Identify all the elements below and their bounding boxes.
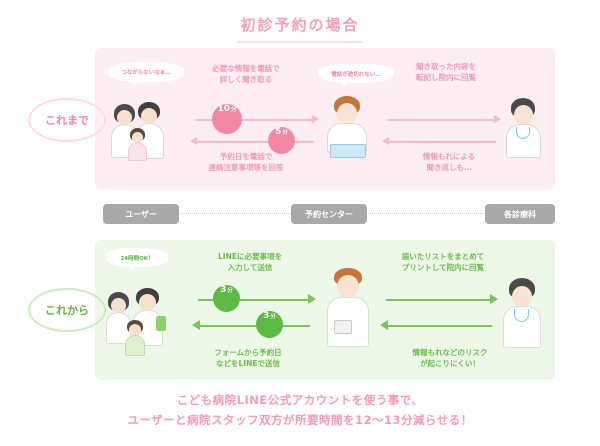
before-caption-bottom-right: 情報もれによる 聞き返しも… xyxy=(422,152,476,172)
child-head xyxy=(132,132,143,143)
after-flow-line-1 xyxy=(198,299,310,301)
page-title: 初診予約の場合 xyxy=(240,16,360,34)
operator-head xyxy=(337,103,357,124)
after-clinic-figure xyxy=(500,278,548,352)
role-connector-1 xyxy=(173,213,295,214)
role-connector-2 xyxy=(347,213,487,214)
before-caption-top-left: 必要な情報を電話で 詳しく聞き取る xyxy=(212,64,280,84)
badge-unit: 分 xyxy=(282,130,288,136)
child-body xyxy=(128,142,147,161)
badge-unit: 分 xyxy=(227,288,233,294)
after-section-label: これから xyxy=(28,288,106,332)
after-time-badge-left: 3 分 xyxy=(213,285,240,312)
badge-number: 10 xyxy=(217,104,230,114)
after-panel xyxy=(95,240,555,380)
mother-head xyxy=(117,110,132,125)
badge-number: 3 xyxy=(263,311,270,321)
role-badge-user: ユーザー xyxy=(103,204,179,224)
before-time-badge-5min: 5 分 xyxy=(268,127,295,154)
after-user-speech-bubble: 24時間OK！ xyxy=(106,248,168,271)
before-operator-figure xyxy=(318,96,376,162)
badge-unit: 分 xyxy=(231,107,237,113)
before-user-speech-bubble: つながらないなぁ… xyxy=(108,62,184,86)
after-flow-arrow-4 xyxy=(380,320,388,330)
after-time-badge-right: 3 分 xyxy=(256,311,283,338)
nurse-head xyxy=(514,105,533,125)
staff-head xyxy=(337,275,359,298)
after-mother-head xyxy=(111,298,126,313)
after-flow-line-3 xyxy=(386,299,492,301)
stethoscope-icon xyxy=(516,127,530,139)
before-time-badge-10min: 10 分 xyxy=(212,104,242,134)
after-staff-figure xyxy=(322,268,374,350)
after-flow-line-2 xyxy=(198,325,310,327)
before-flow-line-4 xyxy=(388,141,496,143)
before-caption-top-right: 聞き取った内容を 転記し院内に回覧 xyxy=(416,62,476,82)
badge-number: 5 xyxy=(275,127,282,137)
after-user-figure-group xyxy=(106,286,192,358)
after-flow-arrow-2 xyxy=(192,320,200,330)
nurse-body xyxy=(506,124,541,158)
after-caption-bottom-left: フォームから予約日 などをLINEで送信 xyxy=(214,348,282,368)
after-father-head xyxy=(139,294,156,311)
summary-text: こども病院LINE公式アカウントを使う事で、 ユーザーと病院スタッフ双方が所要時… xyxy=(127,393,473,428)
badge-unit: 分 xyxy=(270,314,276,320)
before-flow-arrow-3 xyxy=(494,115,501,123)
before-section-label: これまで xyxy=(28,98,106,142)
before-flow-line-3 xyxy=(388,119,496,121)
after-child-body xyxy=(125,335,145,356)
before-flow-line-2 xyxy=(196,141,314,143)
operator-laptop xyxy=(330,144,366,158)
clipboard-icon xyxy=(334,320,352,334)
before-caption-bottom-left: 予約日を電話で 連絡注意事項等を回答 xyxy=(208,152,284,172)
role-badge-department: 各診療科 xyxy=(485,204,555,224)
before-user-figure-group xyxy=(108,100,188,162)
title-underline xyxy=(238,41,362,43)
before-flow-arrow-4 xyxy=(382,137,389,145)
badge-number: 3 xyxy=(220,285,227,295)
after-stethoscope-icon xyxy=(514,309,529,322)
after-caption-top-right: 届いたリストをまとめて プリントして院内に回覧 xyxy=(401,252,485,272)
after-caption-bottom-right: 情報もれなどのリスク が起こりにくい！ xyxy=(412,348,488,368)
before-flow-arrow-2 xyxy=(190,137,197,145)
before-flow-line-1 xyxy=(196,119,314,121)
after-flow-line-4 xyxy=(386,325,492,327)
smartphone-icon xyxy=(156,316,166,331)
role-bar: ユーザー 予約センター 各診療科 xyxy=(95,204,555,224)
before-flow-arrow-1 xyxy=(312,115,319,123)
father-head xyxy=(141,108,157,124)
after-child-head xyxy=(129,324,141,336)
after-nurse-head xyxy=(512,286,532,307)
after-caption-top-left: LINEに必要事項を 入力して送信 xyxy=(218,252,282,272)
role-badge-center: 予約センター xyxy=(291,204,367,224)
before-clinic-figure xyxy=(502,98,546,162)
after-flow-arrow-3 xyxy=(490,294,498,304)
after-flow-arrow-1 xyxy=(308,294,316,304)
before-operator-speech-bubble: 電話が途切れない… xyxy=(318,64,394,87)
page-title-wrap: 初診予約の場合 xyxy=(0,14,600,43)
